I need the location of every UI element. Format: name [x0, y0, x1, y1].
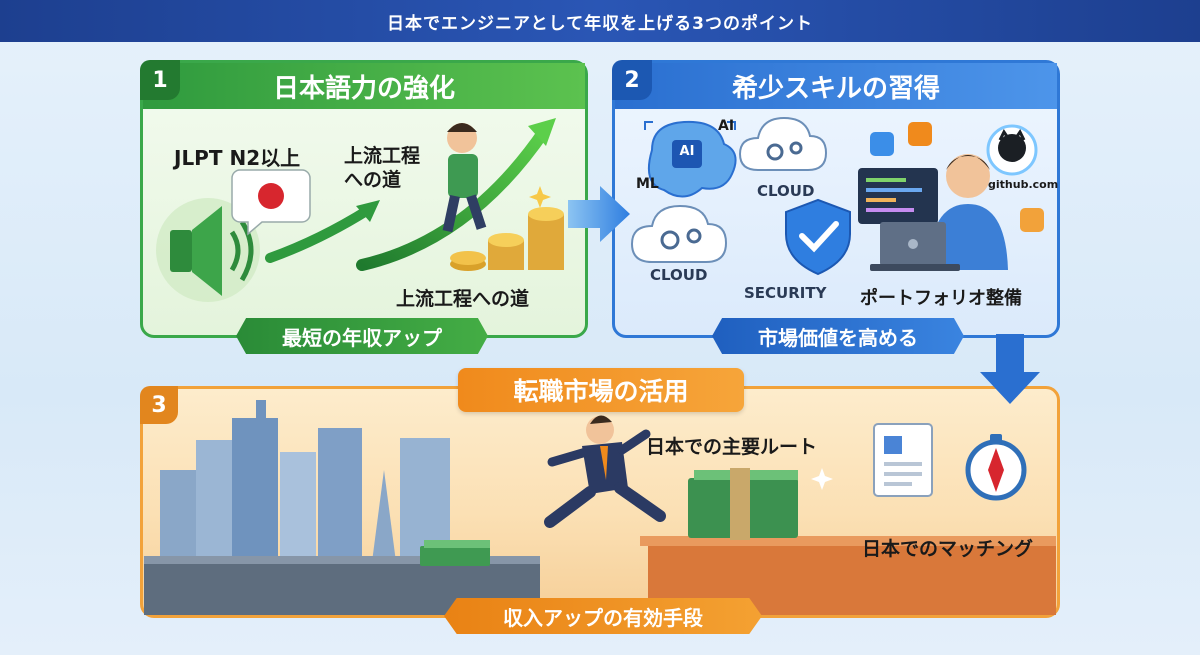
money-stack-icon-large [688, 468, 798, 540]
sparkle-icon [811, 468, 833, 490]
panel2-number: 2 [612, 60, 652, 100]
ml-label: ML [636, 176, 659, 192]
panel2-ribbon: 市場価値を高める [712, 318, 964, 354]
panel1-title: 日本語力の強化 [143, 63, 585, 109]
github-icon [986, 124, 1038, 176]
jumping-man-figure [544, 415, 666, 528]
engineer-figure [442, 123, 487, 233]
flow-arrow-right [568, 186, 630, 242]
app-badges [870, 122, 1044, 232]
panel3-title: 転職市場の活用 [458, 368, 744, 412]
cloud-gear-icon-2 [630, 204, 728, 263]
growth-arrow-icon [265, 118, 556, 271]
panel1-ribbon: 最短の年収アップ [236, 318, 488, 354]
flow-arrow-down [980, 334, 1040, 404]
upstream-path-label-bottom: 上流工程への道 [396, 288, 530, 310]
panel2-title: 希少スキルの習得 [615, 63, 1057, 109]
speaker-icon [156, 198, 260, 302]
cloud-gear-icon [738, 116, 828, 171]
laptop-icon [870, 222, 960, 271]
panel1-number: 1 [140, 60, 180, 100]
resume-icon [873, 423, 933, 497]
ai-chip-label: AI [679, 144, 695, 159]
github-label: github.com [988, 178, 1059, 191]
shield-check-icon [785, 198, 851, 276]
cloud-label-2: CLOUD [650, 266, 708, 284]
city-skyline-icon [160, 400, 450, 562]
japan-flag-icon [231, 169, 311, 236]
portfolio-label: ポートフォリオ整備 [860, 288, 1022, 309]
security-label: SECURITY [744, 284, 827, 302]
cloud-label-1: CLOUD [757, 182, 815, 200]
matching-label: 日本でのマッチング [862, 538, 1034, 560]
jlpt-label: JLPT N2以上 [174, 146, 301, 170]
route-label: 日本での主要ルート [646, 436, 818, 458]
panel3-number: 3 [140, 386, 178, 424]
code-monitor [858, 168, 938, 224]
panel3-ribbon: 収入アップの有効手段 [444, 598, 762, 634]
banner-title: 日本でエンジニアとして年収を上げる3つのポイント [0, 0, 1200, 42]
upstream-path-label: 上流工程 への道 [344, 145, 421, 191]
ai-label: AI [718, 118, 735, 134]
coin-stack-icon [450, 186, 564, 271]
compass-icon [965, 434, 1027, 501]
money-stack-icon [420, 540, 490, 566]
developer-figure [928, 154, 1008, 270]
brain-ai-icon [644, 120, 737, 198]
